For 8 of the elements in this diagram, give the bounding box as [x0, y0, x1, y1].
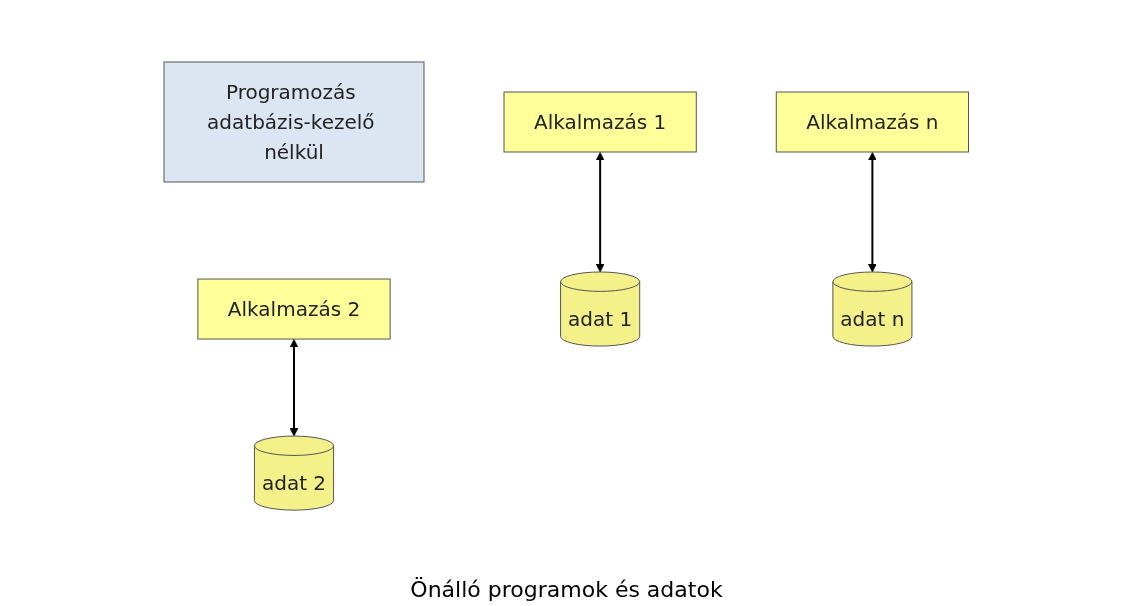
caption: Önálló programok és adatok — [409, 576, 724, 604]
node-box: Alkalmazás 2 — [197, 278, 391, 340]
node-box: Alkalmazás n — [776, 91, 970, 153]
arrow — [595, 152, 605, 273]
arrow — [868, 152, 878, 273]
arrow — [289, 339, 299, 437]
node-box: Alkalmazás 1 — [503, 91, 697, 153]
node-box: Programozás adatbázis-kezelő nélkül — [163, 61, 425, 183]
